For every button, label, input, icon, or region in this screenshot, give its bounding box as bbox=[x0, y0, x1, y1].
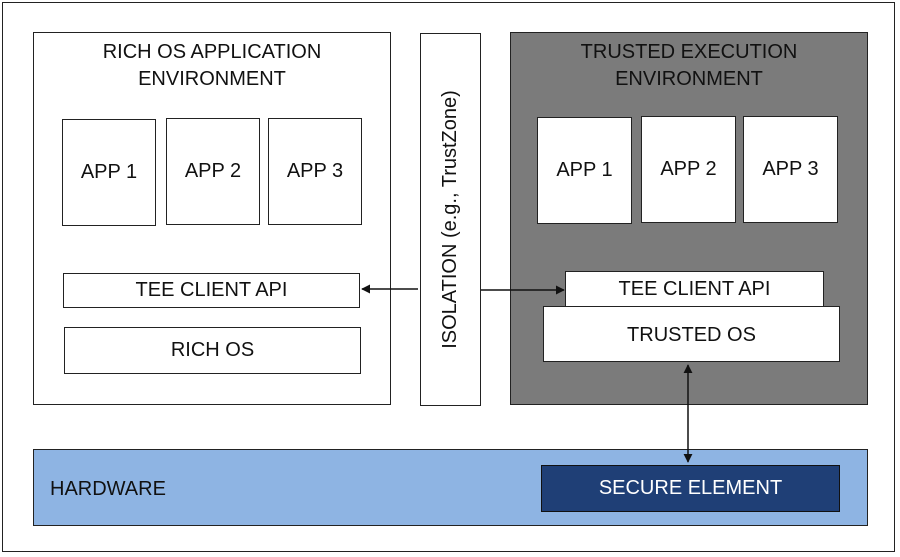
rich-app-2-label: APP 2 bbox=[184, 160, 242, 182]
rich-os: RICH OS bbox=[64, 327, 361, 374]
secure-element-label: SECURE ELEMENT bbox=[598, 477, 783, 499]
trusted-os: TRUSTED OS bbox=[543, 306, 840, 362]
isolation-label: ISOLATION (e.g., TrustZone) bbox=[439, 90, 461, 349]
rich-app-3-label: APP 3 bbox=[286, 160, 344, 182]
rich-os-environment-title: RICH OS APPLICATION ENVIRONMENT bbox=[102, 41, 322, 90]
tee-app-3-label: APP 3 bbox=[762, 158, 819, 180]
tee-app-2: APP 2 bbox=[641, 116, 736, 223]
tee-client-api: TEE CLIENT API bbox=[565, 271, 824, 307]
rich-app-3: APP 3 bbox=[268, 118, 362, 225]
secure-element: SECURE ELEMENT bbox=[541, 465, 840, 512]
isolation-barrier: ISOLATION (e.g., TrustZone) bbox=[420, 33, 481, 406]
tee-client-api-label: TEE CLIENT API bbox=[618, 277, 771, 300]
diagram-frame: RICH OS APPLICATION ENVIRONMENT APP 1 AP… bbox=[2, 2, 895, 552]
tee-app-3: APP 3 bbox=[743, 116, 838, 223]
trusted-execution-environment-title: TRUSTED EXECUTION ENVIRONMENT bbox=[580, 41, 798, 90]
rich-app-1-label: APP 1 bbox=[80, 161, 138, 183]
rich-app-2: APP 2 bbox=[166, 118, 260, 225]
hardware-label: HARDWARE bbox=[50, 478, 166, 500]
tee-app-1: APP 1 bbox=[537, 117, 632, 224]
tee-app-1-label: APP 1 bbox=[556, 159, 613, 181]
rich-app-1: APP 1 bbox=[62, 119, 156, 226]
tee-app-2-label: APP 2 bbox=[660, 158, 717, 180]
trusted-os-label: TRUSTED OS bbox=[627, 323, 756, 346]
rich-tee-client-api-label: TEE CLIENT API bbox=[135, 279, 288, 301]
rich-os-label: RICH OS bbox=[170, 339, 255, 361]
hardware-layer: HARDWARE SECURE ELEMENT bbox=[33, 449, 868, 526]
rich-tee-client-api: TEE CLIENT API bbox=[63, 273, 360, 308]
